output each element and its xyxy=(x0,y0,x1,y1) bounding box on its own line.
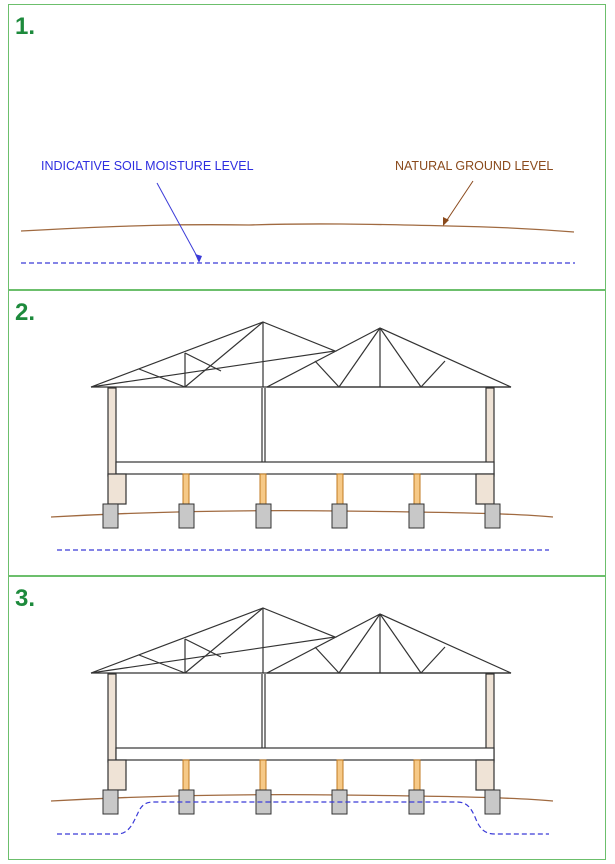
soil-moisture-leader xyxy=(156,182,200,261)
house-diagram xyxy=(50,607,554,835)
roof-right xyxy=(266,327,512,388)
house-diagram xyxy=(50,321,554,551)
panel-1-diagram xyxy=(20,180,575,264)
footing-left xyxy=(107,473,127,505)
natural-ground-line xyxy=(20,223,575,233)
piers xyxy=(102,503,501,529)
footing-right xyxy=(475,473,495,505)
roof-left xyxy=(90,321,338,388)
stumps xyxy=(182,759,421,791)
ground-leader xyxy=(444,180,474,224)
roof-trusses xyxy=(90,321,512,388)
roof-trusses xyxy=(90,607,512,674)
walls xyxy=(107,387,495,505)
stumps xyxy=(182,473,421,505)
ground-arrowhead xyxy=(443,217,449,226)
panel-2: 2. xyxy=(8,290,606,576)
natural-ground-label: NATURAL GROUND LEVEL xyxy=(395,159,554,173)
ground-line xyxy=(50,794,554,802)
soil-moisture-label: INDICATIVE SOIL MOISTURE LEVEL xyxy=(41,159,254,173)
panel-number: 3. xyxy=(15,585,36,612)
panel-1: 1. INDICATIVE SOIL MOISTURE LEVEL NATURA… xyxy=(8,4,606,290)
floor-frame xyxy=(115,461,495,475)
soil-moisture-line xyxy=(57,801,549,835)
panel-number: 2. xyxy=(15,299,36,326)
panel-3: 3. xyxy=(8,576,606,860)
wall-left xyxy=(107,387,117,477)
ground-line xyxy=(50,510,554,518)
panel-number: 1. xyxy=(15,13,36,40)
walls xyxy=(107,673,495,791)
soil-moisture-arrowhead xyxy=(195,254,202,263)
